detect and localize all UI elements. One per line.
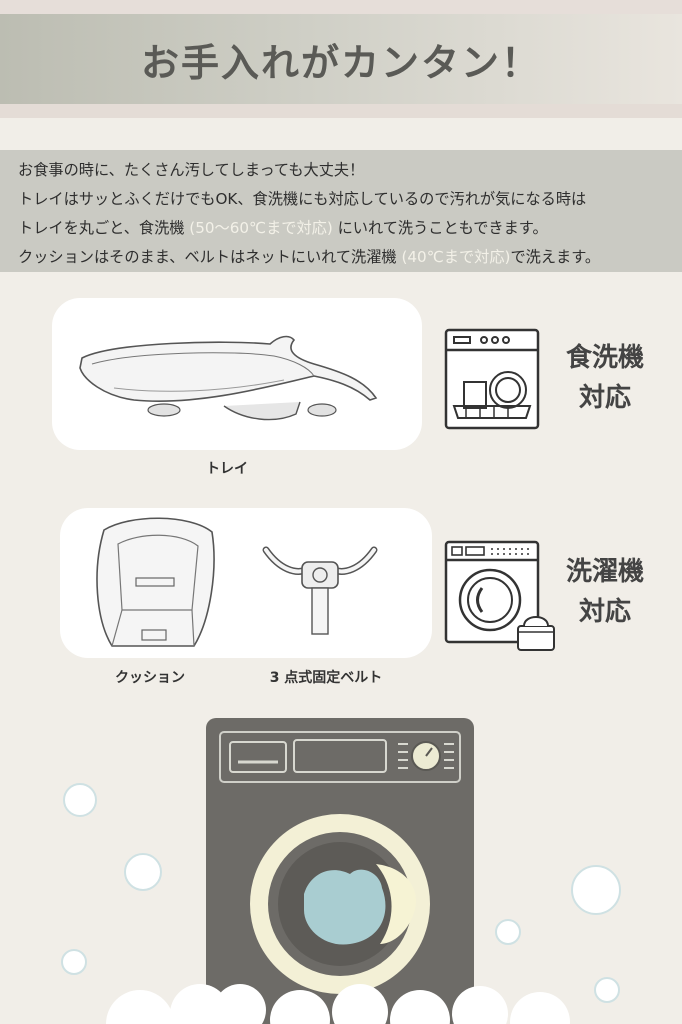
tray-image: [79, 335, 378, 421]
description-text: トレイを丸ごと、食洗機: [18, 219, 190, 237]
belt-caption: 3 点式固定ベルト: [269, 670, 383, 686]
dishwasher-label-line2: 対応: [578, 383, 631, 413]
belt-image: [262, 546, 378, 635]
description-box: お食事の時に、たくさん汚してしまっても大丈夫！ トレイはサッとふくだけでもOK、…: [0, 150, 682, 272]
washing-machine-label-line2: 対応: [578, 597, 631, 627]
temperature-note: (50〜60℃まで対応): [189, 219, 333, 237]
description-line-3: トレイを丸ごと、食洗機 (50〜60℃まで対応) にいれて洗うこともできます。: [18, 214, 682, 243]
washing-machine-icon: [444, 540, 555, 651]
temperature-note: (40℃まで対応): [401, 248, 511, 266]
description-line-4: クッションはそのまま、ベルトはネットにいれて洗濯機 (40℃まで対応)で洗えます…: [18, 243, 682, 272]
description-text: にいれて洗うこともできます。: [332, 219, 548, 237]
dishwasher-label-line1: 食洗機: [565, 343, 644, 373]
page-title: お手入れがカンタン！: [140, 40, 541, 85]
cushion-card: [60, 508, 432, 658]
description-text: クッションはそのまま、ベルトはネットにいれて洗濯機: [18, 248, 402, 266]
cushion-image: [96, 517, 215, 647]
dishwasher-icon: [444, 328, 540, 430]
top-strip: [0, 0, 682, 14]
washing-machine-label: 洗濯機 対応: [550, 552, 660, 632]
description-line-1: お食事の時に、たくさん汚してしまっても大丈夫！: [18, 161, 365, 179]
cushion-caption: クッション: [115, 670, 185, 686]
dishwasher-label: 食洗機 対応: [550, 338, 660, 418]
title-underline-strip: [0, 104, 682, 118]
description-text: で洗えます。: [510, 248, 601, 266]
washing-machine-illustration: [61, 718, 621, 1024]
description-line-2: トレイはサッとふくだけでもOK、食洗機にも対応しているので汚れが気になる時は: [18, 190, 587, 208]
washing-machine-label-line1: 洗濯機: [565, 557, 644, 587]
title-banner: お手入れがカンタン！: [0, 14, 682, 104]
tray-card: [52, 298, 422, 450]
tray-caption: トレイ: [206, 461, 248, 477]
